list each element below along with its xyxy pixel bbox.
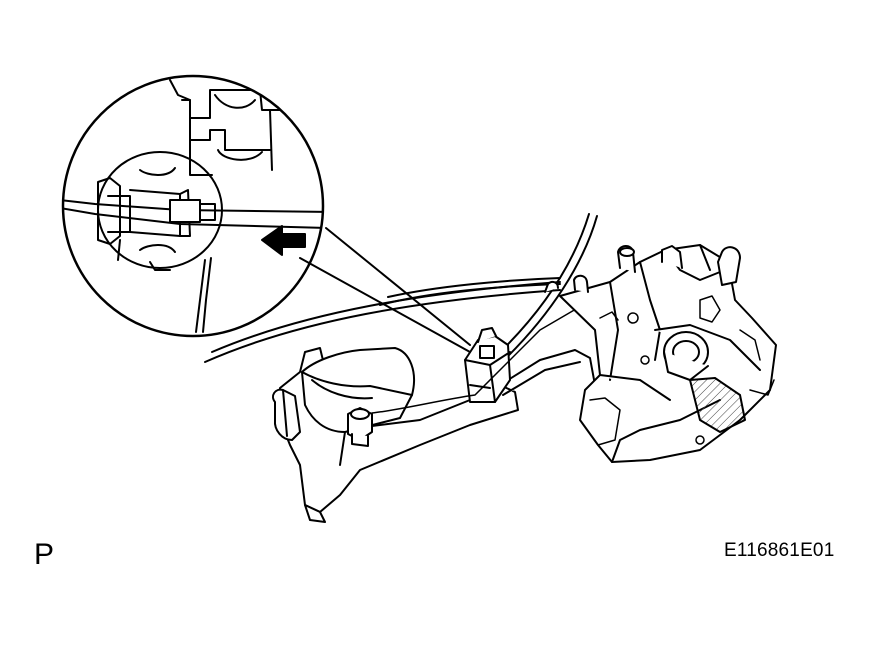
hatched-detent <box>690 378 745 432</box>
base-bracket <box>280 348 595 522</box>
mounting-knob <box>273 390 300 440</box>
assembly-detail-lines <box>590 296 774 445</box>
inner-cable <box>372 280 650 413</box>
figure-id-label: E116861E01 <box>724 540 835 561</box>
top-right-knobs <box>545 246 740 292</box>
cable-connector-clip <box>465 328 510 402</box>
magnified-detail <box>60 76 470 352</box>
hex-nut <box>348 408 372 446</box>
lever-pivot-boss <box>664 332 708 380</box>
view-marker-label: P <box>34 538 55 571</box>
left-arrow-icon <box>262 226 305 255</box>
